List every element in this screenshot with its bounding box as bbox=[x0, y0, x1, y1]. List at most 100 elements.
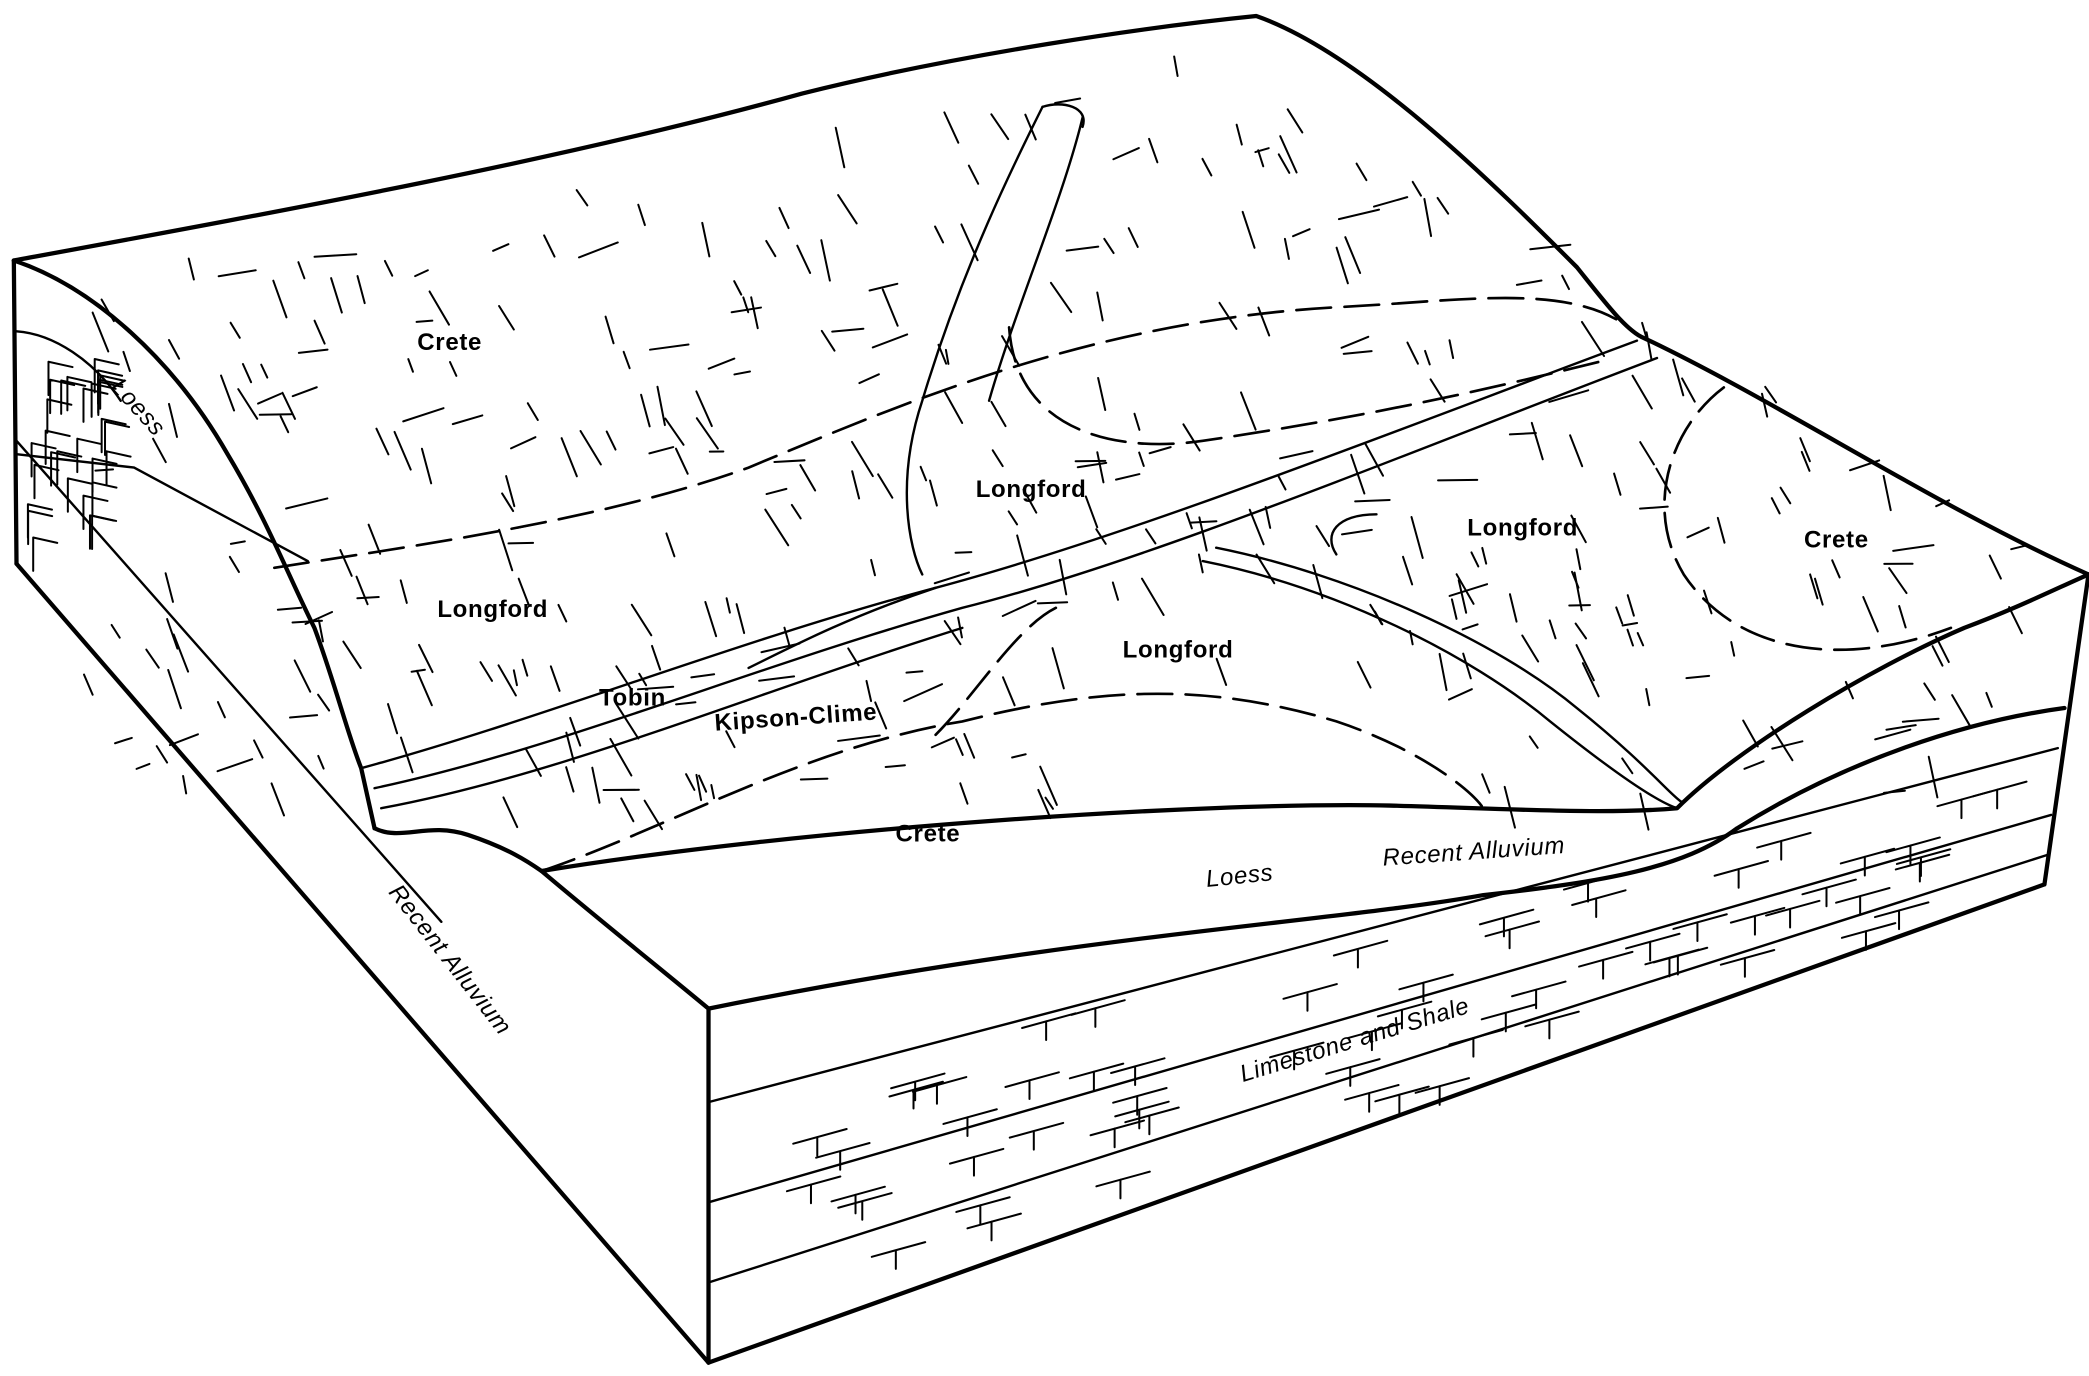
hatch-mark bbox=[707, 357, 736, 370]
hatch-mark bbox=[83, 673, 94, 696]
label-longford-right: Longford bbox=[1467, 515, 1578, 542]
hatch-mark bbox=[944, 391, 964, 424]
hatch-mark bbox=[1011, 753, 1027, 759]
hatch-mark bbox=[675, 701, 697, 706]
hatch-mark bbox=[1241, 210, 1256, 249]
brick-mark bbox=[30, 442, 57, 478]
front-top-edge bbox=[706, 705, 2067, 1011]
hatch-mark bbox=[281, 391, 297, 420]
hatch-mark bbox=[220, 374, 236, 412]
hatch-mark bbox=[375, 427, 390, 456]
hatch-mark bbox=[664, 417, 685, 446]
left-surface-profile bbox=[11, 258, 377, 831]
label-crete-right: Crete bbox=[1804, 527, 1869, 554]
hatch-mark bbox=[1809, 573, 1819, 600]
brick-mark bbox=[91, 481, 118, 517]
hatch-mark bbox=[1279, 135, 1298, 174]
hatch-mark bbox=[665, 532, 676, 558]
hatch-mark bbox=[110, 623, 121, 639]
hatch-mark bbox=[498, 528, 514, 572]
hatch-mark bbox=[750, 296, 759, 330]
brick-mark bbox=[1652, 946, 1709, 976]
hatch-mark bbox=[549, 665, 561, 692]
brick-mark bbox=[1398, 973, 1454, 1003]
hatch-mark bbox=[1201, 157, 1213, 177]
hatch-mark bbox=[1844, 680, 1854, 700]
hatch-mark bbox=[967, 164, 980, 185]
hatch-mark bbox=[1054, 97, 1082, 105]
hatch-mark bbox=[1645, 688, 1651, 707]
brick-mark bbox=[1414, 1077, 1471, 1106]
hatch-mark bbox=[167, 402, 179, 438]
brick-mark bbox=[1894, 853, 1951, 883]
hatch-mark bbox=[820, 239, 831, 282]
hatch-mark bbox=[402, 407, 445, 423]
hatch-mark bbox=[1264, 505, 1272, 529]
hatch-mark bbox=[868, 282, 899, 292]
hatch-mark bbox=[1515, 279, 1543, 286]
hatch-mark bbox=[1799, 437, 1811, 463]
brick-mark bbox=[1839, 847, 1896, 877]
brick-mark bbox=[1874, 901, 1930, 931]
hatch-mark bbox=[1481, 546, 1488, 565]
hatch-mark bbox=[1001, 599, 1037, 617]
hatch-mark bbox=[1344, 236, 1362, 274]
hatch-mark bbox=[884, 764, 906, 769]
hatch-mark bbox=[1115, 473, 1141, 481]
hatch-mark bbox=[1481, 773, 1491, 794]
hatch-mark bbox=[954, 551, 973, 554]
hatch-mark bbox=[565, 766, 575, 793]
brick-mark bbox=[1484, 920, 1540, 950]
hatch-mark bbox=[1024, 113, 1037, 141]
hatch-mark bbox=[399, 736, 414, 774]
hatch-mark bbox=[1185, 512, 1193, 530]
hatch-mark bbox=[929, 479, 938, 507]
hatch-mark bbox=[604, 315, 615, 345]
hatch-mark bbox=[765, 487, 788, 496]
hatch-mark bbox=[943, 111, 960, 144]
hatch-mark bbox=[1049, 281, 1073, 314]
hatch-mark bbox=[710, 784, 716, 800]
hatch-mark bbox=[605, 430, 617, 451]
hatch-mark bbox=[505, 475, 516, 508]
hatch-mark bbox=[1521, 634, 1540, 663]
hatch-mark bbox=[1898, 605, 1907, 629]
hatch-mark bbox=[934, 225, 945, 244]
brick-mark bbox=[837, 1192, 893, 1221]
hatch-mark bbox=[698, 774, 708, 793]
hatch-mark bbox=[1447, 688, 1473, 701]
hatch-mark bbox=[615, 665, 633, 691]
brick-mark bbox=[1885, 836, 1941, 866]
hatch-mark bbox=[1849, 459, 1881, 472]
hatch-mark bbox=[1988, 554, 2002, 580]
brick-mark bbox=[830, 1185, 886, 1215]
brick-mark bbox=[1729, 906, 1786, 936]
hatch-mark bbox=[1218, 301, 1238, 330]
hatch-mark bbox=[228, 555, 240, 574]
hatch-mark bbox=[1645, 331, 1653, 361]
hatch-mark bbox=[241, 363, 253, 384]
hatch-mark bbox=[877, 473, 894, 499]
hatch-mark bbox=[297, 261, 306, 280]
hatch-mark bbox=[1800, 450, 1811, 472]
label-crete-upper-left: Crete bbox=[417, 329, 482, 356]
brick-mark bbox=[1114, 1100, 1170, 1130]
hatch-mark bbox=[1613, 472, 1622, 496]
label-recent-alluvium-front: Recent Alluvium bbox=[1382, 832, 1566, 872]
top-back-edge bbox=[11, 13, 2089, 577]
hatch-mark bbox=[330, 277, 343, 314]
hatch-mark bbox=[145, 648, 160, 669]
hatch-mark bbox=[1508, 432, 1537, 436]
brick-mark bbox=[1448, 1028, 1504, 1058]
brick-mark bbox=[1004, 1071, 1060, 1101]
hatch-mark bbox=[1530, 421, 1544, 461]
hatch-mark bbox=[1770, 497, 1781, 515]
hatch-mark bbox=[1001, 335, 1021, 367]
hatch-mark bbox=[778, 206, 790, 230]
hatch-mark bbox=[725, 597, 731, 614]
hatch-mark bbox=[1312, 563, 1324, 600]
hatch-mark bbox=[1355, 162, 1368, 182]
hatch-mark bbox=[1874, 728, 1912, 741]
hatch-mark bbox=[1406, 341, 1419, 365]
hatch-mark bbox=[313, 319, 326, 345]
